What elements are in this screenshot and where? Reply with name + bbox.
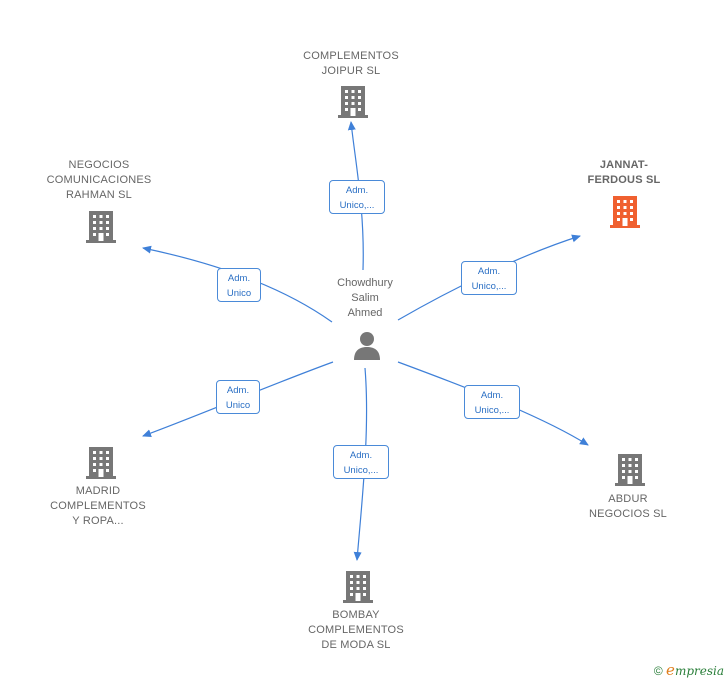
edge-label-madrid-complementos[interactable]: Adm. Unico [216, 380, 260, 414]
edge-label-abdur-negocios[interactable]: Adm. Unico,... [464, 385, 520, 419]
building-icon[interactable] [343, 571, 373, 603]
company-label-complementos-joipur[interactable]: COMPLEMENTOS JOIPUR SL [303, 50, 399, 77]
building-icon[interactable] [86, 447, 116, 479]
brand-logo-text: mpresia [674, 664, 724, 678]
company-label-abdur-negocios[interactable]: ABDUR NEGOCIOS SL [589, 493, 667, 520]
edge-label-bombay-complementos[interactable]: Adm. Unico,... [333, 445, 389, 479]
building-icon[interactable] [86, 211, 116, 243]
building-icon[interactable] [338, 86, 368, 118]
building-icon[interactable] [615, 454, 645, 486]
company-label-madrid-complementos[interactable]: MADRID COMPLEMENTOS Y ROPA... [50, 485, 146, 527]
company-label-jannat-ferdous[interactable]: JANNAT- FERDOUS SL [587, 159, 661, 186]
empresia-watermark[interactable]: © empresia [654, 661, 724, 679]
company-label-negocios-comunicaciones[interactable]: NEGOCIOS COMUNICACIONES RAHMAN SL [46, 159, 152, 201]
company-label-bombay-complementos[interactable]: BOMBAY COMPLEMENTOS DE MODA SL [308, 609, 404, 651]
person-icon[interactable] [352, 330, 382, 360]
edge-label-jannat-ferdous[interactable]: Adm. Unico,... [461, 261, 517, 295]
copyright-symbol: © [653, 664, 663, 678]
building-icon-highlighted[interactable] [610, 196, 640, 228]
edge-label-complementos-joipur[interactable]: Adm. Unico,... [329, 180, 385, 214]
brand-logo-initial: e [666, 661, 675, 679]
person-name[interactable]: Chowdhury Salim Ahmed [337, 277, 393, 319]
edge-label-negocios-comunicaciones[interactable]: Adm. Unico [217, 268, 261, 302]
